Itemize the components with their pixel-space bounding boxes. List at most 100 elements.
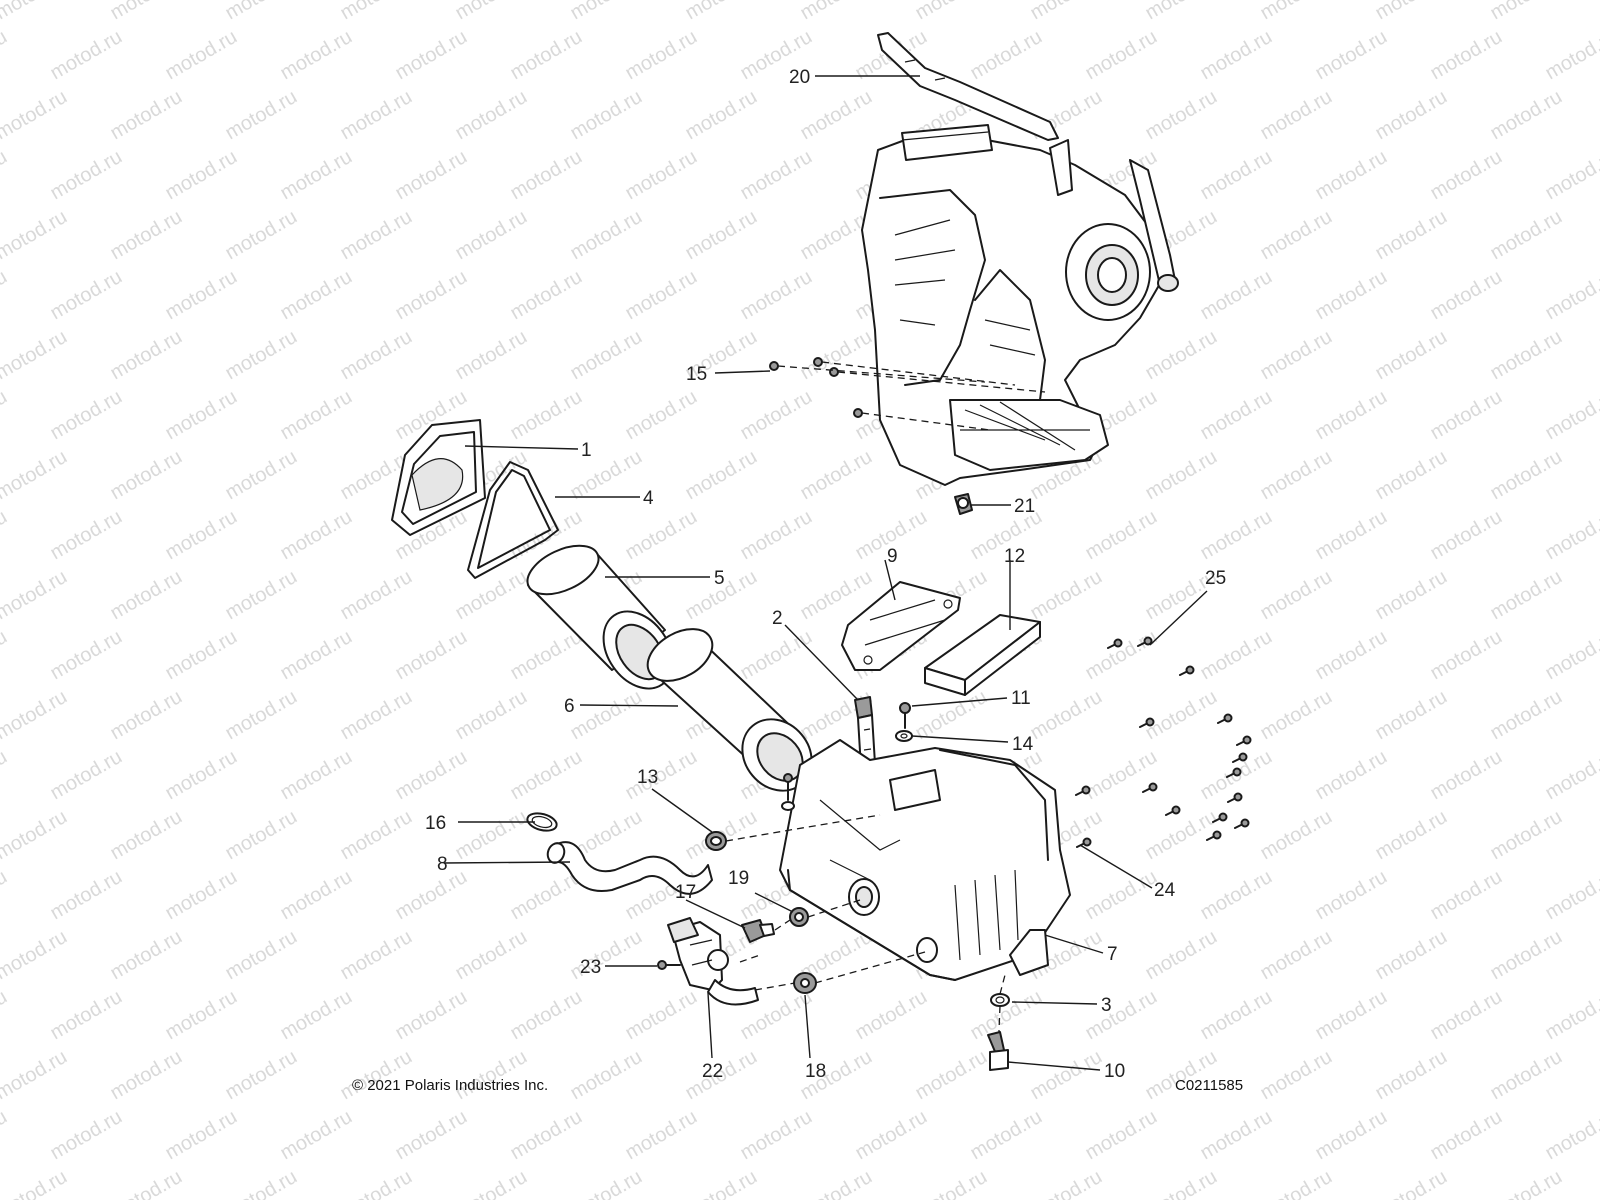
watermark-text: motod.ru <box>392 26 471 85</box>
watermark-text: motod.ru <box>162 26 241 85</box>
watermark-text: motod.ru <box>737 626 816 685</box>
watermark-text: motod.ru <box>452 206 531 265</box>
clip-21 <box>954 493 973 515</box>
watermark-text: motod.ru <box>1142 0 1221 24</box>
watermark-text: motod.ru <box>222 206 301 265</box>
watermark-text: motod.ru <box>737 266 816 325</box>
watermark-text: motod.ru <box>0 206 71 265</box>
watermark-text: motod.ru <box>1487 566 1566 625</box>
watermark-text: motod.ru <box>0 0 71 24</box>
screw-shank <box>1075 791 1083 796</box>
watermark-text: motod.ru <box>452 326 531 385</box>
callout-7: 7 <box>1107 944 1118 965</box>
watermark-text: motod.ru <box>567 206 646 265</box>
watermark-text: motod.ru <box>107 86 186 145</box>
watermark-text: motod.ru <box>1197 506 1276 565</box>
screw <box>1212 830 1222 840</box>
callout-5: 5 <box>714 568 725 589</box>
callout-2: 2 <box>772 608 783 629</box>
valve-22 <box>667 917 759 1006</box>
watermark-text: motod.ru <box>852 986 931 1045</box>
watermark-text: motod.ru <box>1197 26 1276 85</box>
gasket-4 <box>467 461 559 579</box>
watermark-text: motod.ru <box>0 146 11 205</box>
watermark-text: motod.ru <box>1372 566 1451 625</box>
watermark-text: motod.ru <box>1427 866 1506 925</box>
watermark-text: motod.ru <box>1082 1106 1161 1165</box>
screw-shank <box>1142 788 1150 793</box>
fitting-13 <box>705 814 881 851</box>
callout-18: 18 <box>805 1061 826 1082</box>
callout-15: 15 <box>686 364 707 385</box>
watermark-text: motod.ru <box>1257 86 1336 145</box>
watermark-text: motod.ru <box>1487 1166 1566 1200</box>
watermark-text: motod.ru <box>337 806 416 865</box>
watermark-text: motod.ru <box>1487 926 1566 985</box>
grommet-18 <box>793 972 817 994</box>
watermark-text: motod.ru <box>1142 86 1221 145</box>
watermark-text: motod.ru <box>162 146 241 205</box>
watermark-text: motod.ru <box>337 1046 416 1105</box>
hose-clamp-16 <box>526 812 558 832</box>
watermark-text: motod.ru <box>222 806 301 865</box>
watermark-text: motod.ru <box>1312 146 1391 205</box>
watermark-text: motod.ru <box>1487 446 1566 505</box>
watermark-text: motod.ru <box>162 626 241 685</box>
watermark-text: motod.ru <box>452 806 531 865</box>
watermark-text: motod.ru <box>507 146 586 205</box>
screw <box>1113 638 1123 648</box>
watermark-text: motod.ru <box>1312 986 1391 1045</box>
inner-filter-5 <box>526 544 674 690</box>
screw-shank <box>1165 811 1173 816</box>
watermark-text: motod.ru <box>1257 1166 1336 1200</box>
watermark-text: motod.ru <box>1257 326 1336 385</box>
watermark-text: motod.ru <box>337 326 416 385</box>
screw <box>1242 735 1252 745</box>
watermark-text: motod.ru <box>567 0 646 24</box>
watermark-text: motod.ru <box>47 386 126 445</box>
watermark-text: motod.ru <box>0 746 11 805</box>
watermark-text: motod.ru <box>0 86 71 145</box>
callout-16: 16 <box>425 813 446 834</box>
watermark-text: motod.ru <box>1027 1166 1106 1200</box>
watermark-text: motod.ru <box>0 686 71 745</box>
watermark-text: motod.ru <box>1312 1106 1391 1165</box>
watermark-text: motod.ru <box>222 1166 301 1200</box>
watermark-text: motod.ru <box>1142 1166 1221 1200</box>
screw-set-24 <box>1075 636 1252 848</box>
watermark-text: motod.ru <box>392 866 471 925</box>
watermark-text: motod.ru <box>682 1166 761 1200</box>
watermark-text: motod.ru <box>1197 986 1276 1045</box>
watermark-text: motod.ru <box>1257 686 1336 745</box>
watermark-text: motod.ru <box>0 326 71 385</box>
watermark-text: motod.ru <box>507 626 586 685</box>
watermark-text: motod.ru <box>507 26 586 85</box>
watermark-text: motod.ru <box>222 446 301 505</box>
watermark-text: motod.ru <box>797 446 876 505</box>
callout-10: 10 <box>1104 1061 1125 1082</box>
watermark-text: motod.ru <box>337 86 416 145</box>
watermark-text: motod.ru <box>507 266 586 325</box>
watermark-text: motod.ru <box>392 266 471 325</box>
screw <box>1238 752 1248 762</box>
watermark-text: motod.ru <box>1427 626 1506 685</box>
watermark-text: motod.ru <box>797 0 876 24</box>
watermark-text: motod.ru <box>0 866 11 925</box>
watermark-text: motod.ru <box>277 386 356 445</box>
watermark-text: motod.ru <box>277 1106 356 1165</box>
watermark-text: motod.ru <box>1142 686 1221 745</box>
watermark-text: motod.ru <box>392 1106 471 1165</box>
watermark-text: motod.ru <box>1427 1106 1506 1165</box>
watermark-text: motod.ru <box>1312 626 1391 685</box>
watermark-text: motod.ru <box>1257 446 1336 505</box>
watermark-text: motod.ru <box>1427 986 1506 1045</box>
watermark-text: motod.ru <box>682 446 761 505</box>
watermark-text: motod.ru <box>222 326 301 385</box>
watermark-text: motod.ru <box>1082 626 1161 685</box>
watermark-text: motod.ru <box>1372 206 1451 265</box>
callout-19: 19 <box>728 868 749 889</box>
screw-shank <box>1232 758 1240 763</box>
watermark-text: motod.ru <box>392 626 471 685</box>
watermark-text: motod.ru <box>567 446 646 505</box>
